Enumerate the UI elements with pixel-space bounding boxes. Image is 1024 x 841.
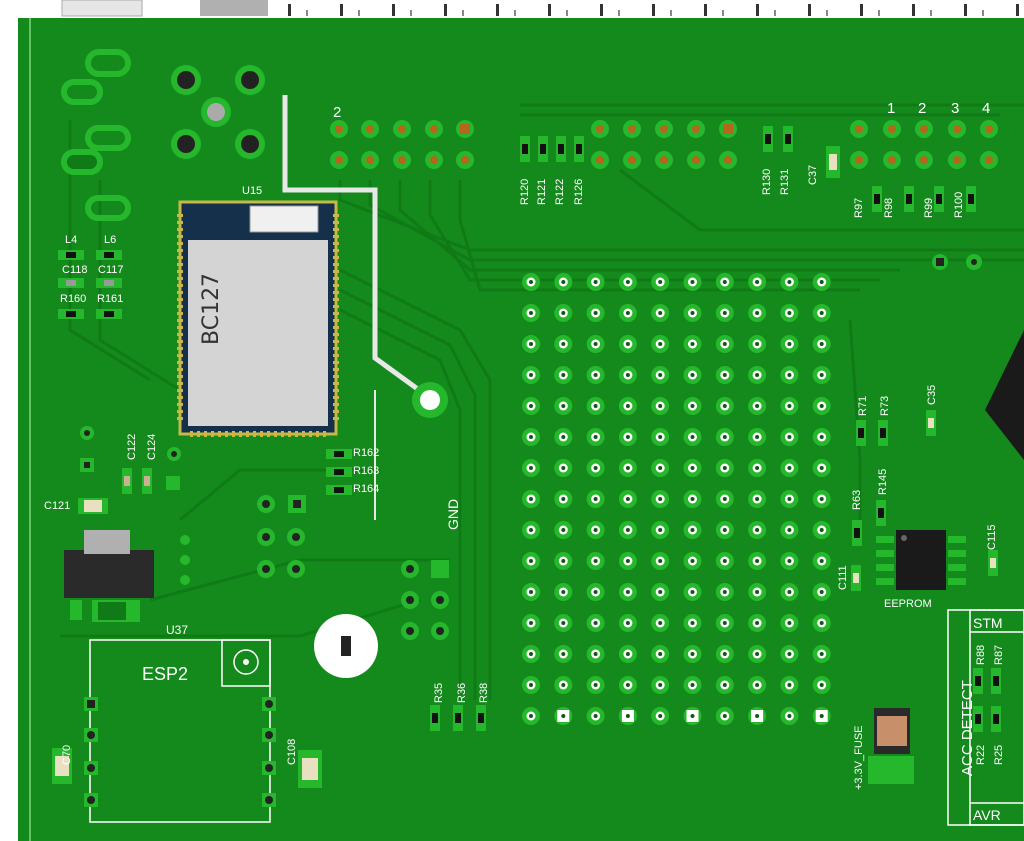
stm-label: STM	[973, 615, 1003, 631]
label-r22: R22	[975, 745, 987, 765]
label-c118: C118	[62, 264, 87, 276]
pin-header-right	[850, 120, 998, 169]
label-c121: C121	[44, 500, 70, 512]
voltage-regulator	[64, 530, 154, 622]
antenna-via	[420, 390, 440, 410]
top-connector-pins	[288, 4, 1019, 16]
header-number-3: 3	[951, 100, 959, 117]
label-c124: C124	[146, 434, 158, 460]
oval-pads-left	[61, 49, 131, 221]
label-r164: R164	[353, 483, 379, 495]
label-r71: R71	[857, 396, 869, 416]
mcu-chip	[985, 330, 1024, 460]
bt-module-label: BC127	[199, 273, 224, 345]
label-r122: R122	[554, 179, 566, 205]
label-r145: R145	[877, 469, 889, 495]
label-r35: R35	[433, 683, 445, 703]
label-r38: R38	[478, 683, 490, 703]
header-number-1: 1	[887, 100, 895, 117]
esp2-designator: U37	[166, 623, 188, 637]
label-r130: R130	[761, 169, 773, 195]
label-l6: L6	[104, 234, 116, 246]
label-r87: R87	[993, 645, 1005, 665]
label-r99: R99	[923, 198, 935, 218]
header-number-2-left: 2	[333, 104, 341, 121]
label-c70: C70	[61, 745, 73, 765]
label-r63: R63	[851, 490, 863, 510]
label-r88: R88	[975, 645, 987, 665]
bt-module	[177, 200, 339, 437]
eeprom-label: EEPROM	[884, 598, 932, 610]
pin-header-left	[330, 120, 474, 169]
eeprom-chip	[896, 530, 946, 590]
avr-label: AVR	[973, 807, 1001, 823]
label-r36: R36	[456, 683, 468, 703]
label-r160: R160	[60, 293, 86, 305]
antenna-connector	[200, 0, 268, 16]
acc-detect-label: ACC DETECT	[959, 680, 976, 776]
label-r161: R161	[97, 293, 123, 305]
label-r25: R25	[993, 745, 1005, 765]
label-r73: R73	[879, 396, 891, 416]
esp2-pins	[84, 697, 276, 807]
label-r121: R121	[536, 179, 548, 205]
label-r163: R163	[353, 465, 379, 477]
label-c37: C37	[807, 165, 819, 185]
label-r131: R131	[779, 169, 791, 195]
tactile-button	[314, 614, 378, 678]
acc-detect-box	[947, 609, 1024, 826]
label-c111: C111	[837, 565, 849, 590]
misc-pads	[80, 254, 982, 640]
bt-module-designator: U15	[242, 185, 262, 197]
sma-pads	[171, 65, 265, 159]
pin-header-mid	[591, 120, 737, 169]
label-l4: L4	[65, 234, 77, 246]
label-c108: C108	[286, 739, 298, 765]
label-r120: R120	[519, 179, 531, 205]
label-r126: R126	[573, 179, 585, 205]
header-number-4: 4	[982, 100, 990, 117]
label-r97: R97	[853, 198, 865, 218]
gnd-label: GND	[445, 499, 461, 530]
label-c122: C122	[126, 434, 138, 460]
label-r162: R162	[353, 447, 379, 459]
label-c117: C117	[98, 264, 123, 276]
eeprom-pins	[876, 536, 966, 585]
top-component-outline	[61, 0, 143, 17]
fuse-component	[868, 708, 914, 784]
label-r100: R100	[953, 192, 965, 218]
header-number-2: 2	[918, 100, 926, 117]
smd-components	[52, 126, 1001, 788]
esp2-label: ESP2	[142, 664, 188, 684]
label-r98: R98	[883, 198, 895, 218]
label-c115: C115	[986, 525, 998, 550]
antenna-trace	[282, 95, 432, 401]
label-c35: C35	[926, 385, 938, 405]
fuse-label: +3.3V_FUSE	[853, 725, 865, 790]
prototyping-grid	[522, 273, 831, 725]
